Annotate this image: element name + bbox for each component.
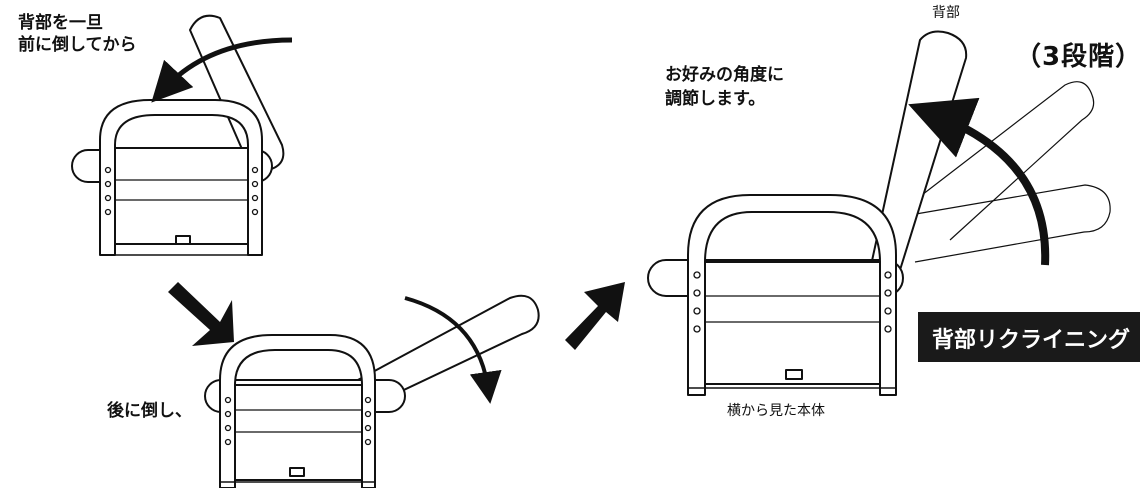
curved-arrow-icon: [404, 296, 502, 404]
block-arrow-icon: [168, 282, 234, 346]
curved-arrow-icon: [151, 37, 293, 103]
chair-side-view: [647, 30, 1111, 396]
instruction-step3-line2: 調節します。: [665, 89, 766, 109]
instruction-step3-line1: お好みの角度に: [665, 65, 784, 85]
backrest-label: 背部: [932, 5, 960, 21]
title-banner: 背部リクライニング: [918, 312, 1140, 362]
stages-label: （3段階）: [1015, 42, 1140, 72]
banner-text: 背部リクライニング: [932, 328, 1131, 353]
side-view-caption: 横から見た本体: [727, 403, 825, 419]
curved-arrow-icon: [908, 97, 1050, 266]
instruction-step1-line1: 背部を一旦: [18, 13, 103, 33]
instruction-step2: 後に倒し、: [107, 401, 192, 421]
instruction-step1-line2: 前に倒してから: [18, 35, 137, 55]
block-arrow-icon: [565, 282, 625, 350]
chair-step2: [204, 294, 540, 488]
